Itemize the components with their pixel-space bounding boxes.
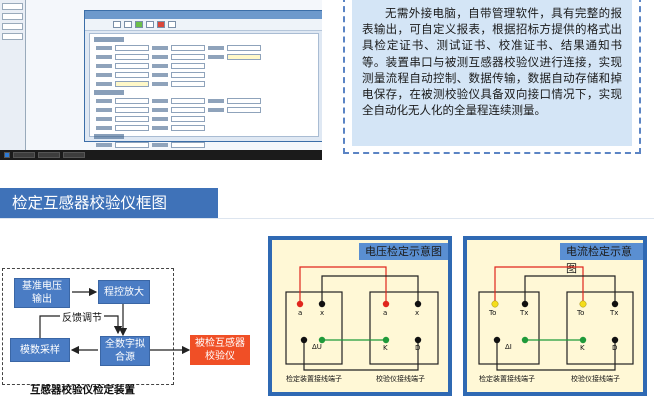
voltage-terminal-du-left xyxy=(300,336,308,344)
voltage-wire-dark-top xyxy=(321,275,419,304)
voltage-label-a-left: a xyxy=(298,309,303,317)
voltage-label-x-left: x xyxy=(320,309,325,317)
current-left-box xyxy=(478,291,540,365)
current-wire-dark-top xyxy=(524,275,616,304)
label-feedback: 反馈调节 xyxy=(60,309,104,324)
current-left-footer: 检定装置接线端子 xyxy=(479,375,535,383)
voltage-terminal-d-right xyxy=(414,336,422,344)
voltage-label-d-right: D xyxy=(415,344,421,352)
screenshot-desktop xyxy=(26,0,322,150)
block-programmable-amplifier: 程控放大 xyxy=(98,280,150,304)
voltage-label-x-right: x xyxy=(415,309,420,317)
current-label-k-right: K xyxy=(580,344,585,352)
section-divider xyxy=(0,218,654,219)
section-title: 检定互感器校验仪框图 xyxy=(0,188,218,218)
current-terminal-to-right xyxy=(579,300,587,308)
current-wire-dark-bottom xyxy=(496,340,616,371)
screenshot-sidebar xyxy=(0,0,26,150)
current-right-box xyxy=(566,291,634,365)
voltage-panel: 电压检定示意图 a x ΔU a x K D 检定装置接线端子 校验仪 xyxy=(268,236,452,396)
block-digital-synth: 全数字拟 合源 xyxy=(100,336,150,366)
voltage-wire-red xyxy=(299,266,387,304)
block-diagram-caption: 互感器校验仪检定装置 xyxy=(30,384,135,396)
screenshot-taskbar xyxy=(0,150,322,160)
current-terminal-to-left xyxy=(491,300,499,308)
current-label-tx-right: Tx xyxy=(610,309,619,317)
software-screenshot xyxy=(0,0,322,160)
voltage-wire-dark-bottom xyxy=(303,340,419,371)
current-panel: 电流检定示意图 To Tx ΔI To Tx K D 检定装置接线端子 校验仪接… xyxy=(463,236,647,396)
current-label-to-left: To xyxy=(489,309,497,317)
current-schematic xyxy=(478,266,634,371)
screenshot-window xyxy=(84,10,322,148)
voltage-terminal-a-right xyxy=(382,300,390,308)
block-dut: 被检互感器 校验仪 xyxy=(190,335,250,365)
voltage-label-du-left: ΔU xyxy=(312,343,322,351)
current-terminal-green-left xyxy=(521,336,529,344)
voltage-right-box xyxy=(369,291,439,365)
current-label-to-right: To xyxy=(577,309,585,317)
current-terminal-k-right xyxy=(579,336,587,344)
current-terminal-di-left xyxy=(493,336,501,344)
voltage-label-k-right: K xyxy=(383,344,388,352)
voltage-label-a-right: a xyxy=(383,309,388,317)
description-box: 无需外接电脑，自带管理软件，具有完整的报表输出，可自定义报表，根据招标方提供的格… xyxy=(343,0,641,154)
current-panel-title: 电流检定示意图 xyxy=(560,243,643,275)
voltage-panel-title: 电压检定示意图 xyxy=(359,243,448,260)
current-label-tx-left: Tx xyxy=(520,309,529,317)
voltage-left-box xyxy=(285,291,343,365)
description-text: 无需外接电脑，自带管理软件，具有完整的报表输出，可自定义报表，根据招标方提供的格… xyxy=(362,6,622,118)
voltage-terminal-k-right xyxy=(382,336,390,344)
current-label-d-right: D xyxy=(612,344,618,352)
voltage-terminal-green-left xyxy=(318,336,326,344)
current-terminal-tx-left xyxy=(521,300,529,308)
voltage-terminal-x-right xyxy=(414,300,422,308)
current-wire-red xyxy=(494,266,584,304)
current-label-di-left: ΔI xyxy=(505,343,512,351)
block-reference-voltage: 基准电压 输出 xyxy=(14,278,70,308)
voltage-schematic xyxy=(285,266,439,371)
voltage-terminal-x-left xyxy=(318,300,326,308)
block-sampling: 模数采样 xyxy=(10,338,70,362)
block-diagram-frame xyxy=(2,268,174,385)
voltage-right-footer: 校验仪接线端子 xyxy=(376,375,425,383)
current-right-footer: 校验仪接线端子 xyxy=(571,375,620,383)
current-terminal-tx-right xyxy=(611,300,619,308)
voltage-left-footer: 检定装置接线端子 xyxy=(286,375,342,383)
current-terminal-d-right xyxy=(611,336,619,344)
voltage-terminal-a-left xyxy=(296,300,304,308)
